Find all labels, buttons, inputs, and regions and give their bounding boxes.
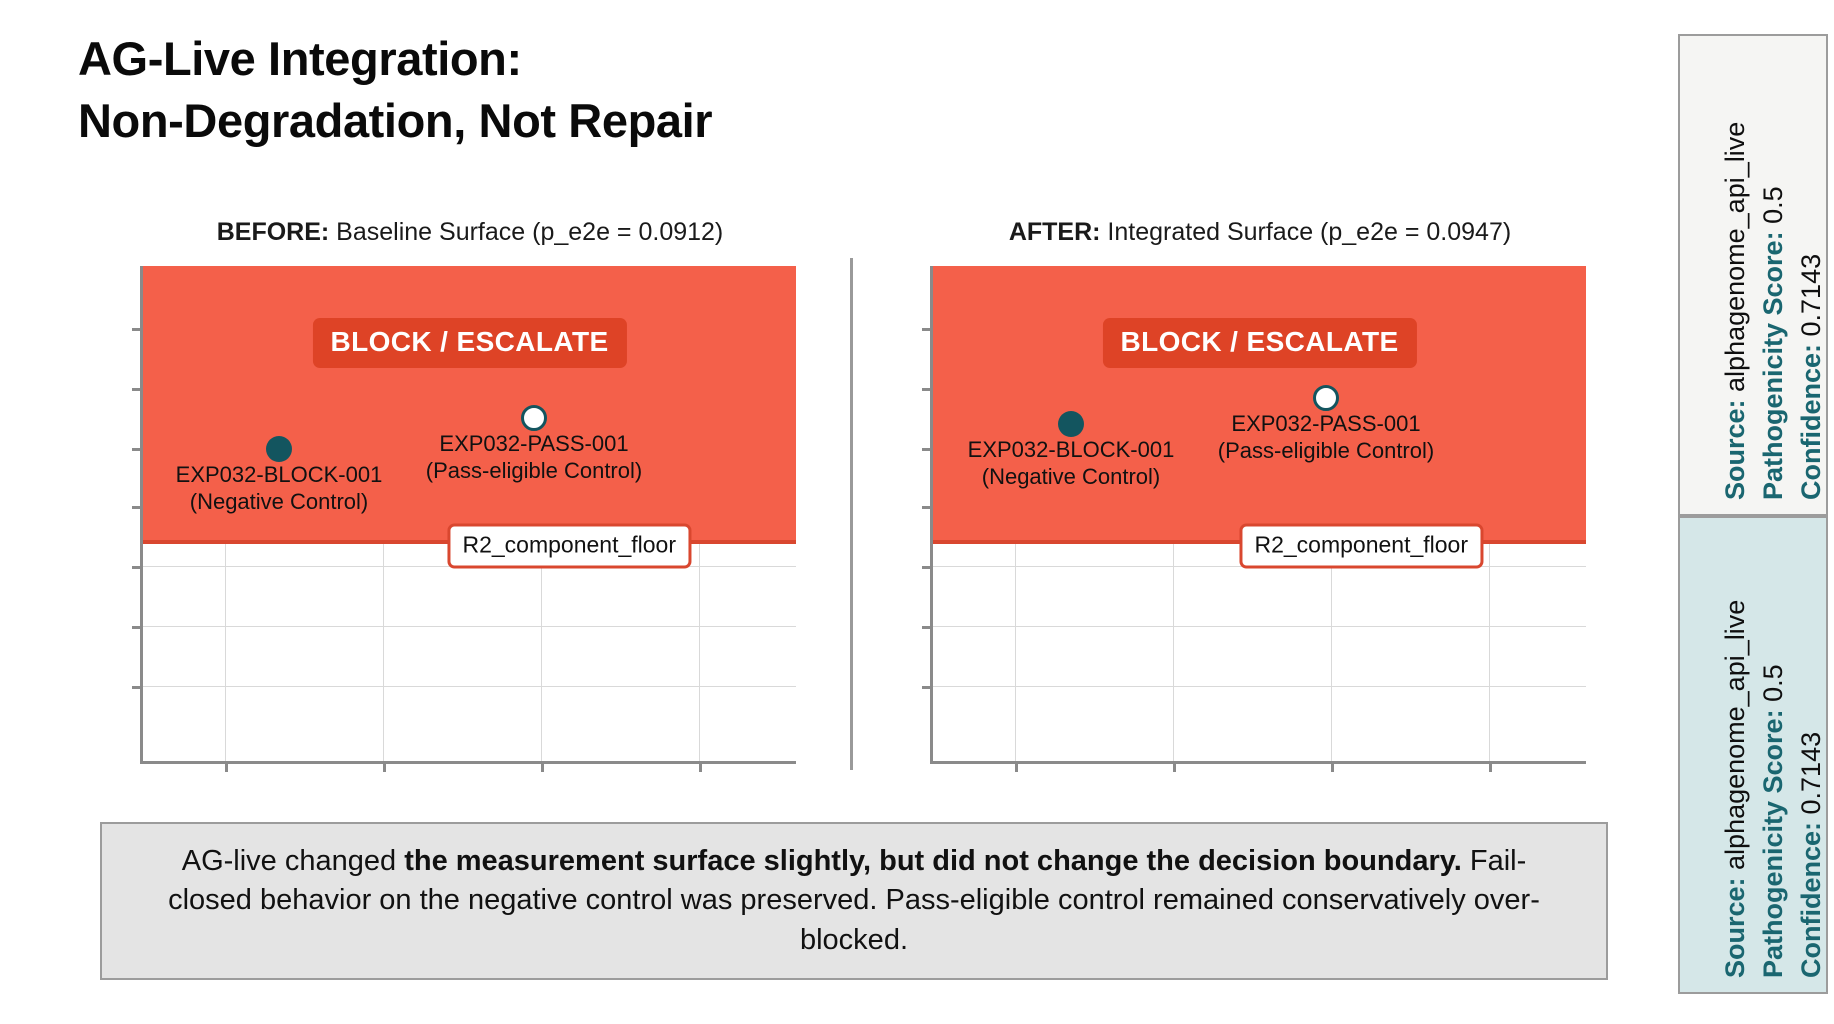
data-point-pass-001[interactable] bbox=[1313, 385, 1339, 411]
data-point-label-pass-001: EXP032-PASS-001 (Pass-eligible Control) bbox=[426, 431, 642, 485]
summary-caption-box: AG-live changed the measurement surface … bbox=[100, 822, 1608, 980]
data-point-label-block-001: EXP032-BLOCK-001 (Negative Control) bbox=[968, 437, 1175, 491]
caption-segment-bold: the measurement surface slightly, but di… bbox=[404, 844, 1462, 877]
point-label-line-1: EXP032-BLOCK-001 bbox=[967, 437, 1175, 462]
chart-panel-before: BEFORE: Baseline Surface (p_e2e = 0.0912… bbox=[132, 218, 800, 772]
x-axis-tick bbox=[1489, 761, 1492, 772]
sidebar-top-confidence-line: Confidence: 0.7143 bbox=[1796, 253, 1826, 500]
chart-title-after-rest: Integrated Surface (p_e2e = 0.0947) bbox=[1100, 218, 1512, 246]
sidebar-panel-top: Source: alphagenome_api_live Pathogenici… bbox=[1678, 34, 1828, 516]
decision-region-block: BLOCK / ESCALATE bbox=[933, 266, 1586, 544]
sidebar-bottom-score-value: 0.5 bbox=[1758, 664, 1788, 710]
sidebar-bottom-confidence-value: 0.7143 bbox=[1796, 731, 1826, 822]
x-axis-tick bbox=[383, 761, 386, 772]
plot-area-after: BLOCK / ESCALATE EXP032-BLOCK-001 (Negat… bbox=[922, 266, 1586, 772]
sidebar-top-source-label: Source: bbox=[1720, 399, 1750, 500]
sidebar-bottom-score-label: Pathogenicity Score: bbox=[1758, 709, 1788, 978]
y-axis-tick bbox=[132, 626, 143, 629]
sidebar-top-score-line: Pathogenicity Score: 0.5 bbox=[1758, 186, 1788, 500]
page-title: AG-Live Integration: Non-Degradation, No… bbox=[78, 28, 713, 152]
point-label-line-2: (Negative Control) bbox=[981, 463, 1161, 489]
y-axis-tick bbox=[922, 626, 933, 629]
chart-panel-after: AFTER: Integrated Surface (p_e2e = 0.094… bbox=[922, 218, 1590, 772]
y-axis-tick bbox=[922, 506, 933, 509]
sidebar-top-source-value: alphagenome_api_live bbox=[1720, 121, 1750, 400]
sidebar-top-confidence-value: 0.7143 bbox=[1796, 253, 1826, 344]
chart-title-before-rest: Baseline Surface (p_e2e = 0.0912) bbox=[329, 218, 724, 246]
chart-title-after: AFTER: Integrated Surface (p_e2e = 0.094… bbox=[930, 218, 1590, 247]
x-axis-tick bbox=[541, 761, 544, 772]
data-point-label-block-001: EXP032-BLOCK-001 (Negative Control) bbox=[176, 462, 383, 516]
sidebar-top-confidence-label: Confidence: bbox=[1796, 343, 1826, 500]
y-axis-tick bbox=[132, 388, 143, 391]
point-label-line-1: EXP032-PASS-001 bbox=[439, 431, 629, 456]
chart-title-before: BEFORE: Baseline Surface (p_e2e = 0.0912… bbox=[140, 218, 800, 247]
x-axis-tick bbox=[699, 761, 702, 772]
plot-area-before: BLOCK / ESCALATE EXP032-BLOCK-001 (Negat… bbox=[132, 266, 796, 772]
plot-inner-after: BLOCK / ESCALATE EXP032-BLOCK-001 (Negat… bbox=[922, 266, 1586, 772]
point-label-line-2: (Negative Control) bbox=[189, 488, 369, 514]
sidebar-bottom-confidence-label: Confidence: bbox=[1796, 821, 1826, 978]
point-label-line-1: EXP032-PASS-001 bbox=[1231, 411, 1421, 436]
point-label-line-1: EXP032-BLOCK-001 bbox=[175, 462, 383, 487]
gridline-horizontal bbox=[933, 686, 1586, 687]
plot-inner-before: BLOCK / ESCALATE EXP032-BLOCK-001 (Negat… bbox=[132, 266, 796, 772]
y-axis-tick bbox=[132, 506, 143, 509]
block-escalate-badge: BLOCK / ESCALATE bbox=[1102, 318, 1417, 368]
y-axis-tick bbox=[922, 448, 933, 451]
caption-segment-1: AG-live changed bbox=[181, 844, 405, 877]
data-point-block-001[interactable] bbox=[1058, 411, 1084, 437]
y-axis-tick bbox=[132, 448, 143, 451]
point-label-line-2: (Pass-eligible Control) bbox=[1217, 437, 1435, 463]
y-axis-tick bbox=[132, 566, 143, 569]
sidebar-top-rotated-text: Source: alphagenome_api_live Pathogenici… bbox=[1680, 36, 1826, 514]
sidebar-bottom-confidence-line: Confidence: 0.7143 bbox=[1796, 731, 1826, 978]
x-axis-tick bbox=[225, 761, 228, 772]
y-axis-tick bbox=[922, 566, 933, 569]
sidebar-bottom-source-value: alphagenome_api_live bbox=[1720, 599, 1750, 878]
sidebar-bottom-source-label: Source: bbox=[1720, 877, 1750, 978]
sidebar-bottom-rotated-text: Source: alphagenome_api_live Pathogenici… bbox=[1680, 518, 1826, 992]
sidebar-top-score-label: Pathogenicity Score: bbox=[1758, 231, 1788, 500]
threshold-label-r2-component-floor: R2_component_floor bbox=[447, 523, 691, 569]
gridline-horizontal bbox=[933, 626, 1586, 627]
data-point-pass-001[interactable] bbox=[521, 405, 547, 431]
x-axis-tick bbox=[1015, 761, 1018, 772]
y-axis-tick bbox=[922, 686, 933, 689]
data-point-label-pass-001: EXP032-PASS-001 (Pass-eligible Control) bbox=[1218, 411, 1434, 465]
sidebar-panel-bottom: Source: alphagenome_api_live Pathogenici… bbox=[1678, 516, 1828, 994]
decision-region-block: BLOCK / ESCALATE bbox=[143, 266, 796, 544]
caption-segment-3: Fail-closed behavior on the negative con… bbox=[168, 844, 1540, 956]
sidebar-bottom-score-line: Pathogenicity Score: 0.5 bbox=[1758, 664, 1788, 978]
summary-caption-text: AG-live changed the measurement surface … bbox=[142, 842, 1566, 960]
x-axis-tick bbox=[1331, 761, 1334, 772]
sidebar-bottom-source-line: Source: alphagenome_api_live bbox=[1720, 599, 1750, 978]
gridline-horizontal bbox=[143, 686, 796, 687]
sidebar-top-score-value: 0.5 bbox=[1758, 186, 1788, 232]
threshold-label-r2-component-floor: R2_component_floor bbox=[1239, 523, 1483, 569]
chart-title-after-prefix: AFTER: bbox=[1008, 218, 1101, 246]
y-axis-tick bbox=[132, 686, 143, 689]
sidebar-top-source-line: Source: alphagenome_api_live bbox=[1720, 121, 1750, 500]
y-axis-tick bbox=[132, 328, 143, 331]
point-label-line-2: (Pass-eligible Control) bbox=[425, 457, 643, 483]
x-axis-tick bbox=[1173, 761, 1176, 772]
panel-divider bbox=[850, 258, 853, 770]
data-point-block-001[interactable] bbox=[266, 436, 292, 462]
chart-title-before-prefix: BEFORE: bbox=[216, 218, 330, 246]
page-title-line-2: Non-Degradation, Not Repair bbox=[78, 94, 713, 148]
gridline-horizontal bbox=[143, 626, 796, 627]
y-axis-tick bbox=[922, 328, 933, 331]
page-title-line-1: AG-Live Integration: bbox=[78, 32, 522, 85]
block-escalate-badge: BLOCK / ESCALATE bbox=[312, 318, 627, 368]
y-axis-tick bbox=[922, 388, 933, 391]
